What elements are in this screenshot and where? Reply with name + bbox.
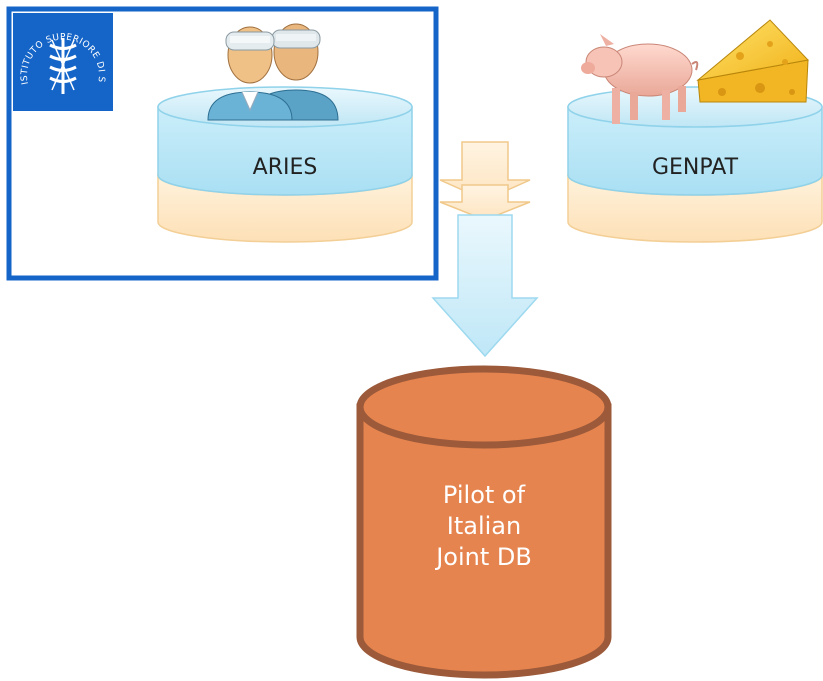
- joint-db-cylinder: Pilot of Italian Joint DB: [356, 365, 612, 679]
- merge-arrow-large: [431, 214, 539, 358]
- iss-logo: ISTITUTO SUPERIORE DI SANITÀ: [0, 0, 113, 111]
- joint-db-label-line1: Pilot of: [443, 481, 526, 509]
- genpat-database-disk: GENPAT: [567, 86, 823, 243]
- doctors-icon: [207, 23, 339, 121]
- joint-db-label-line2: Italian: [447, 512, 521, 540]
- genpat-label: GENPAT: [652, 155, 739, 180]
- merge-arrow-small: [439, 141, 531, 221]
- pig-icon: [581, 34, 699, 124]
- cheese-icon: [696, 19, 809, 103]
- aries-label: ARIES: [253, 155, 318, 180]
- joint-db-label-line3: Joint DB: [434, 543, 532, 571]
